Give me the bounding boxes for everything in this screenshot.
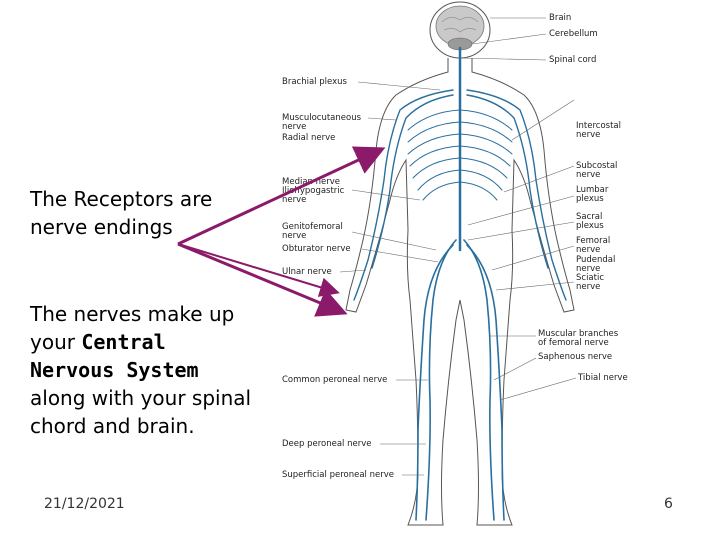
label-genitofemoral-2: nerve bbox=[282, 231, 306, 241]
label-iliohypogastric-1: Iliohypogastric bbox=[282, 186, 345, 196]
label-genitofemoral-1: Genitofemoral bbox=[282, 222, 343, 232]
nerves-text: The nerves make up your Central Nervous … bbox=[30, 300, 260, 440]
leg-nerves bbox=[415, 239, 505, 521]
label-deep-peroneal: Deep peroneal nerve bbox=[282, 439, 372, 449]
label-brain: Brain bbox=[549, 13, 571, 23]
label-cerebellum: Cerebellum bbox=[549, 29, 598, 39]
page-number: 6 bbox=[664, 496, 673, 512]
label-muscular-branches-2: of femoral nerve bbox=[538, 338, 609, 348]
label-sacral-2: plexus bbox=[576, 221, 604, 231]
arrow-to-nerve-endings-upper bbox=[177, 146, 386, 246]
label-ulnar: Ulnar nerve bbox=[282, 267, 332, 277]
footer-date: 21/12/2021 bbox=[44, 496, 125, 512]
label-brachial-plexus: Brachial plexus bbox=[282, 77, 347, 87]
nerves-text-part2: along with your spinal chord and brain. bbox=[30, 386, 252, 438]
receptors-text: The Receptors are nerve endings bbox=[30, 187, 213, 239]
nerves-text-bold: Central Nervous System bbox=[30, 330, 199, 382]
label-sciatic-1: Sciatic bbox=[576, 273, 604, 283]
label-lumbar-2: plexus bbox=[576, 194, 604, 204]
label-pudendal-2: nerve bbox=[576, 264, 600, 274]
label-femoral-2: nerve bbox=[576, 245, 600, 255]
label-intercostal-2: nerve bbox=[576, 130, 600, 140]
label-radial: Radial nerve bbox=[282, 133, 335, 143]
label-musculocutaneous-2: nerve bbox=[282, 122, 306, 132]
label-pudendal-1: Pudendal bbox=[576, 255, 615, 265]
label-sacral-1: Sacral bbox=[576, 212, 602, 222]
nerves-text-part1: The nerves make up your bbox=[30, 302, 235, 354]
intercostal-nerves bbox=[407, 109, 513, 201]
label-iliohypogastric-2: nerve bbox=[282, 195, 306, 205]
label-subcostal-1: Subcostal bbox=[576, 161, 617, 171]
label-common-peroneal: Common peroneal nerve bbox=[282, 375, 387, 385]
label-obturator: Obturator nerve bbox=[282, 244, 351, 254]
label-subcostal-2: nerve bbox=[576, 170, 600, 180]
label-femoral-1: Femoral bbox=[576, 236, 610, 246]
label-lumbar-1: Lumbar bbox=[576, 185, 609, 195]
label-spinal-cord: Spinal cord bbox=[549, 55, 596, 65]
label-sciatic-2: nerve bbox=[576, 282, 600, 292]
label-tibial: Tibial nerve bbox=[577, 373, 628, 383]
arrow-to-nerve-endings-lower bbox=[177, 242, 348, 317]
label-intercostal-1: Intercostal bbox=[576, 121, 621, 131]
label-muscular-branches-1: Muscular branches bbox=[538, 329, 619, 339]
label-superficial-peroneal: Superficial peroneal nerve bbox=[282, 470, 394, 480]
label-musculocutaneous-1: Musculocutaneous bbox=[282, 113, 362, 123]
label-saphenous: Saphenous nerve bbox=[538, 352, 612, 362]
arrow-to-hand bbox=[177, 243, 340, 297]
brain-shape bbox=[435, 5, 485, 51]
